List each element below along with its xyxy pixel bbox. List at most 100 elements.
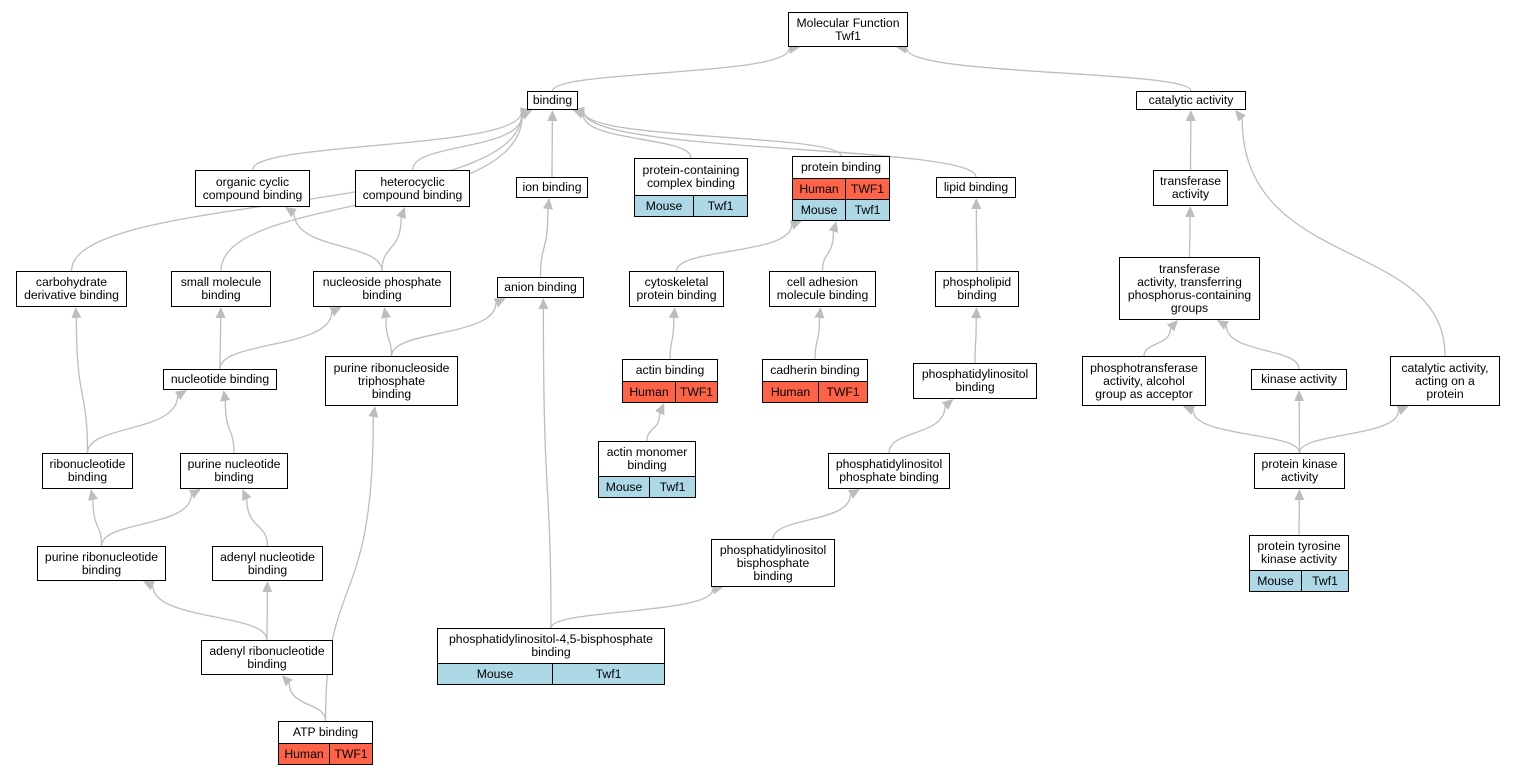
go-term-purnuc[interactable]: purine nucleotide binding: [180, 453, 288, 489]
arrowhead: [262, 581, 273, 593]
go-term-pi[interactable]: phosphatidylinositol binding: [913, 363, 1037, 399]
go-term-lipid[interactable]: lipid binding: [936, 177, 1016, 198]
go-term-catalytic[interactable]: catalytic activity: [1136, 91, 1246, 110]
go-term-mf[interactable]: Molecular Function Twf1: [788, 12, 908, 47]
go-term-cytoskel[interactable]: cytoskeletal protein binding: [629, 271, 724, 307]
annotation-row: Human TWF1: [793, 178, 889, 199]
go-term-label: phospholipid binding: [942, 275, 1012, 302]
go-term-nucleotide[interactable]: nucleotide binding: [163, 369, 277, 390]
go-term-pip[interactable]: phosphatidylinositol phosphate binding: [828, 453, 950, 489]
go-term-kinase[interactable]: kinase activity: [1251, 369, 1347, 390]
go-term-adenylribo[interactable]: adenyl ribonucleotide binding: [201, 640, 333, 675]
go-term-label: carbohydrate derivative binding: [24, 275, 119, 302]
go-term-pibis[interactable]: phosphatidylinositol bisphosphate bindin…: [711, 539, 835, 587]
arrowhead: [542, 198, 553, 210]
arrowhead: [142, 581, 155, 591]
annotation-gene: Twf1: [707, 199, 734, 213]
edge-pkinase-to-phosphotrans: [1192, 410, 1301, 454]
go-term-smallmol[interactable]: small molecule binding: [171, 271, 271, 307]
go-term-transferase[interactable]: transferase activity: [1153, 170, 1228, 206]
annotation-gene: TWF1: [826, 385, 860, 399]
go-term-prtp[interactable]: purine ribonucleoside triphosphate bindi…: [325, 356, 458, 406]
annotation-species: Human: [623, 382, 676, 402]
annotation-species: Human: [763, 382, 819, 402]
arrowhead: [1216, 320, 1229, 330]
arrowhead: [520, 110, 533, 120]
go-term-ribonuc[interactable]: ribonucleotide binding: [42, 453, 133, 489]
edge-catalytic-to-mf: [906, 48, 1192, 92]
go-term-label: phosphatidylinositol bisphosphate bindin…: [719, 542, 827, 583]
edge-nucleotide-to-nucphos: [219, 311, 333, 370]
arrowhead: [368, 406, 379, 418]
edge-ribonuc-to-carb: [75, 317, 89, 454]
edge-purribo-to-ribonuc: [92, 499, 103, 547]
edge-anion-to-ion: [539, 208, 549, 278]
go-term-label: ion binding: [522, 180, 582, 194]
go-term-phospholipid[interactable]: phospholipid binding: [935, 271, 1019, 307]
go-term-label: actin monomer binding: [606, 445, 688, 472]
arrowhead: [493, 298, 506, 308]
go-term-label: Molecular Function Twf1: [796, 15, 900, 43]
edge-adenylribo-to-purribo: [152, 585, 268, 641]
go-term-phosphotrans[interactable]: phosphotransferase activity, alcohol gro…: [1082, 356, 1206, 406]
arrowhead: [655, 403, 665, 416]
edge-prtp-to-anion: [390, 302, 497, 357]
go-term-label: transferase activity, transferring phosp…: [1127, 261, 1252, 315]
annotation-species: Human: [793, 179, 846, 199]
edge-pip-to-pi: [888, 406, 946, 454]
arrowhead: [971, 198, 982, 210]
go-term-binding[interactable]: binding: [527, 91, 578, 110]
go-term-adenyl[interactable]: adenyl nucleotide binding: [212, 546, 323, 581]
edge-celladh-to-protein: [821, 231, 835, 272]
go-term-nucphos[interactable]: nucleoside phosphate binding: [313, 271, 451, 307]
edge-organic-to-binding: [251, 112, 522, 171]
edge-binding-to-mf: [551, 48, 790, 92]
arrowhead: [1294, 390, 1305, 402]
go-term-ion[interactable]: ion binding: [516, 177, 588, 198]
go-term-label: purine ribonucleotide binding: [44, 549, 159, 577]
go-term-anion[interactable]: anion binding: [497, 277, 584, 298]
edge-hetero-to-binding: [411, 114, 523, 171]
edge-ribonuc-to-nucleotide: [86, 395, 179, 454]
edge-pibis-to-pip: [772, 494, 852, 540]
annotation-gene: TWF1: [334, 747, 368, 761]
go-term-purribo[interactable]: purine ribonucleotide binding: [37, 546, 166, 581]
go-term-carb[interactable]: carbohydrate derivative binding: [16, 271, 127, 307]
edge-prtp-to-nucphos: [385, 317, 393, 357]
annotation-gene: TWF1: [850, 182, 885, 196]
arrowhead: [88, 489, 98, 501]
go-term-label: anion binding: [504, 280, 577, 294]
go-term-label: lipid binding: [943, 180, 1009, 194]
annotation-species: Mouse: [599, 477, 650, 497]
go-term-transphos[interactable]: transferase activity, transferring phosp…: [1119, 257, 1260, 320]
arrowhead: [71, 307, 82, 319]
edge-atp-to-prtp: [324, 416, 374, 722]
go-term-label: ribonucleotide binding: [49, 457, 126, 484]
go-term-pkinase[interactable]: protein kinase activity: [1254, 453, 1345, 489]
go-term-catprot[interactable]: catalytic activity, acting on a protein: [1390, 356, 1500, 406]
go-term-label: catalytic activity: [1148, 93, 1234, 107]
go-term-organic[interactable]: organic cyclic compound binding: [195, 170, 310, 207]
go-term-hetero[interactable]: heterocyclic compound binding: [355, 170, 470, 207]
go-term-label: catalytic activity, acting on a protein: [1401, 360, 1489, 401]
go-term-celladh[interactable]: cell adhesion molecule binding: [769, 271, 876, 307]
edge-kinase-to-transphos: [1225, 325, 1300, 370]
arrowhead: [789, 220, 802, 230]
go-term-pi45[interactable]: phosphatidylinositol-4,5-bisphosphate bi…: [437, 628, 665, 685]
annotation-row: Human TWF1: [763, 381, 867, 402]
go-term-label: protein kinase activity: [1261, 457, 1338, 484]
annotation-species: Mouse: [1250, 571, 1302, 591]
go-term-label: purine nucleotide binding: [187, 457, 281, 484]
edge-transphos-to-transferase: [1188, 216, 1191, 258]
